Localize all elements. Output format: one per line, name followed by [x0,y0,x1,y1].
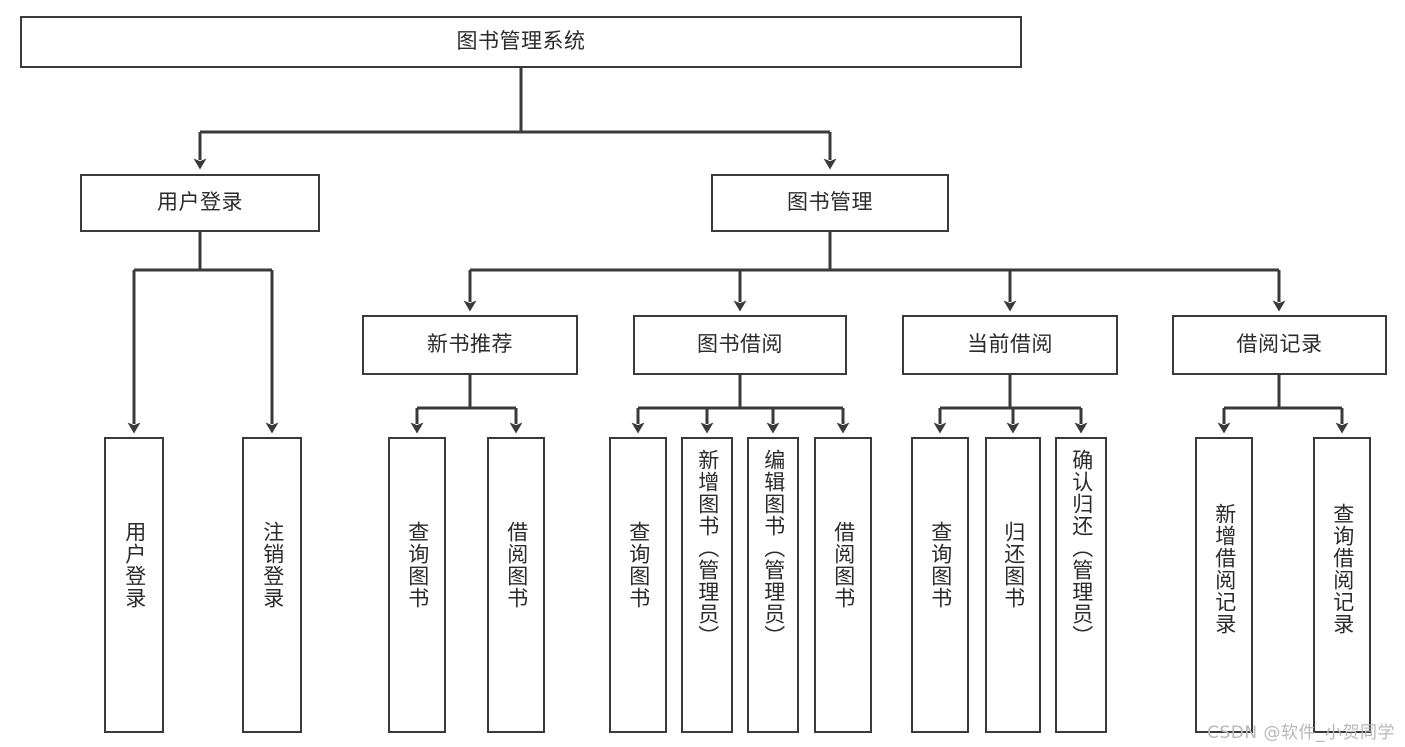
node-book-manage[interactable]: 图书管理 [711,174,949,232]
node-leaf-add-book-label: 新增图书（管理员） [695,449,720,647]
node-leaf-confirm-return[interactable]: 确认归还（管理员） [1055,437,1107,733]
node-leaf-borrow-book-2-label: 借阅图书 [831,521,856,609]
node-leaf-query-book-2-label: 查询图书 [626,521,651,609]
node-leaf-borrow-book-2[interactable]: 借阅图书 [814,437,872,733]
node-leaf-edit-book-label: 编辑图书（管理员） [761,449,786,647]
node-current-borrow-label: 当前借阅 [967,332,1053,357]
node-leaf-add-book[interactable]: 新增图书（管理员） [681,437,733,733]
node-book-borrow[interactable]: 图书借阅 [633,315,847,375]
node-leaf-query-book-3[interactable]: 查询图书 [911,437,969,733]
node-leaf-return-book-label: 归还图书 [1001,521,1026,609]
node-root[interactable]: 图书管理系统 [20,16,1022,68]
node-leaf-query-book-1-label: 查询图书 [405,521,430,609]
node-leaf-user-login[interactable]: 用户登录 [104,437,164,733]
node-leaf-query-book-2[interactable]: 查询图书 [609,437,667,733]
node-leaf-confirm-return-label: 确认归还（管理员） [1069,449,1094,647]
node-user-login[interactable]: 用户登录 [80,174,320,232]
node-leaf-edit-book[interactable]: 编辑图书（管理员） [747,437,799,733]
node-leaf-add-record-label: 新增借阅记录 [1212,503,1237,635]
node-leaf-return-book[interactable]: 归还图书 [985,437,1041,733]
node-leaf-query-book-1[interactable]: 查询图书 [388,437,446,733]
node-leaf-borrow-book-1-label: 借阅图书 [504,521,529,609]
node-user-login-label: 用户登录 [157,190,243,215]
node-new-book-rec[interactable]: 新书推荐 [362,315,578,375]
node-root-label: 图书管理系统 [456,29,586,54]
node-leaf-borrow-book-1[interactable]: 借阅图书 [487,437,545,733]
node-leaf-add-record[interactable]: 新增借阅记录 [1195,437,1253,733]
node-leaf-query-record[interactable]: 查询借阅记录 [1313,437,1371,733]
node-leaf-user-login-label: 用户登录 [122,521,147,609]
csdn-watermark: CSDN @软件_小贺同学 [1207,723,1395,743]
node-borrow-record[interactable]: 借阅记录 [1172,315,1387,375]
node-leaf-user-logout-label: 注销登录 [260,521,285,609]
node-leaf-user-logout[interactable]: 注销登录 [242,437,302,733]
node-leaf-query-book-3-label: 查询图书 [928,521,953,609]
node-borrow-record-label: 借阅记录 [1236,332,1323,357]
node-book-borrow-label: 图书借阅 [697,332,783,357]
node-new-book-rec-label: 新书推荐 [427,332,513,357]
node-current-borrow[interactable]: 当前借阅 [902,315,1118,375]
node-book-manage-label: 图书管理 [787,190,873,215]
node-leaf-query-record-label: 查询借阅记录 [1330,503,1355,635]
